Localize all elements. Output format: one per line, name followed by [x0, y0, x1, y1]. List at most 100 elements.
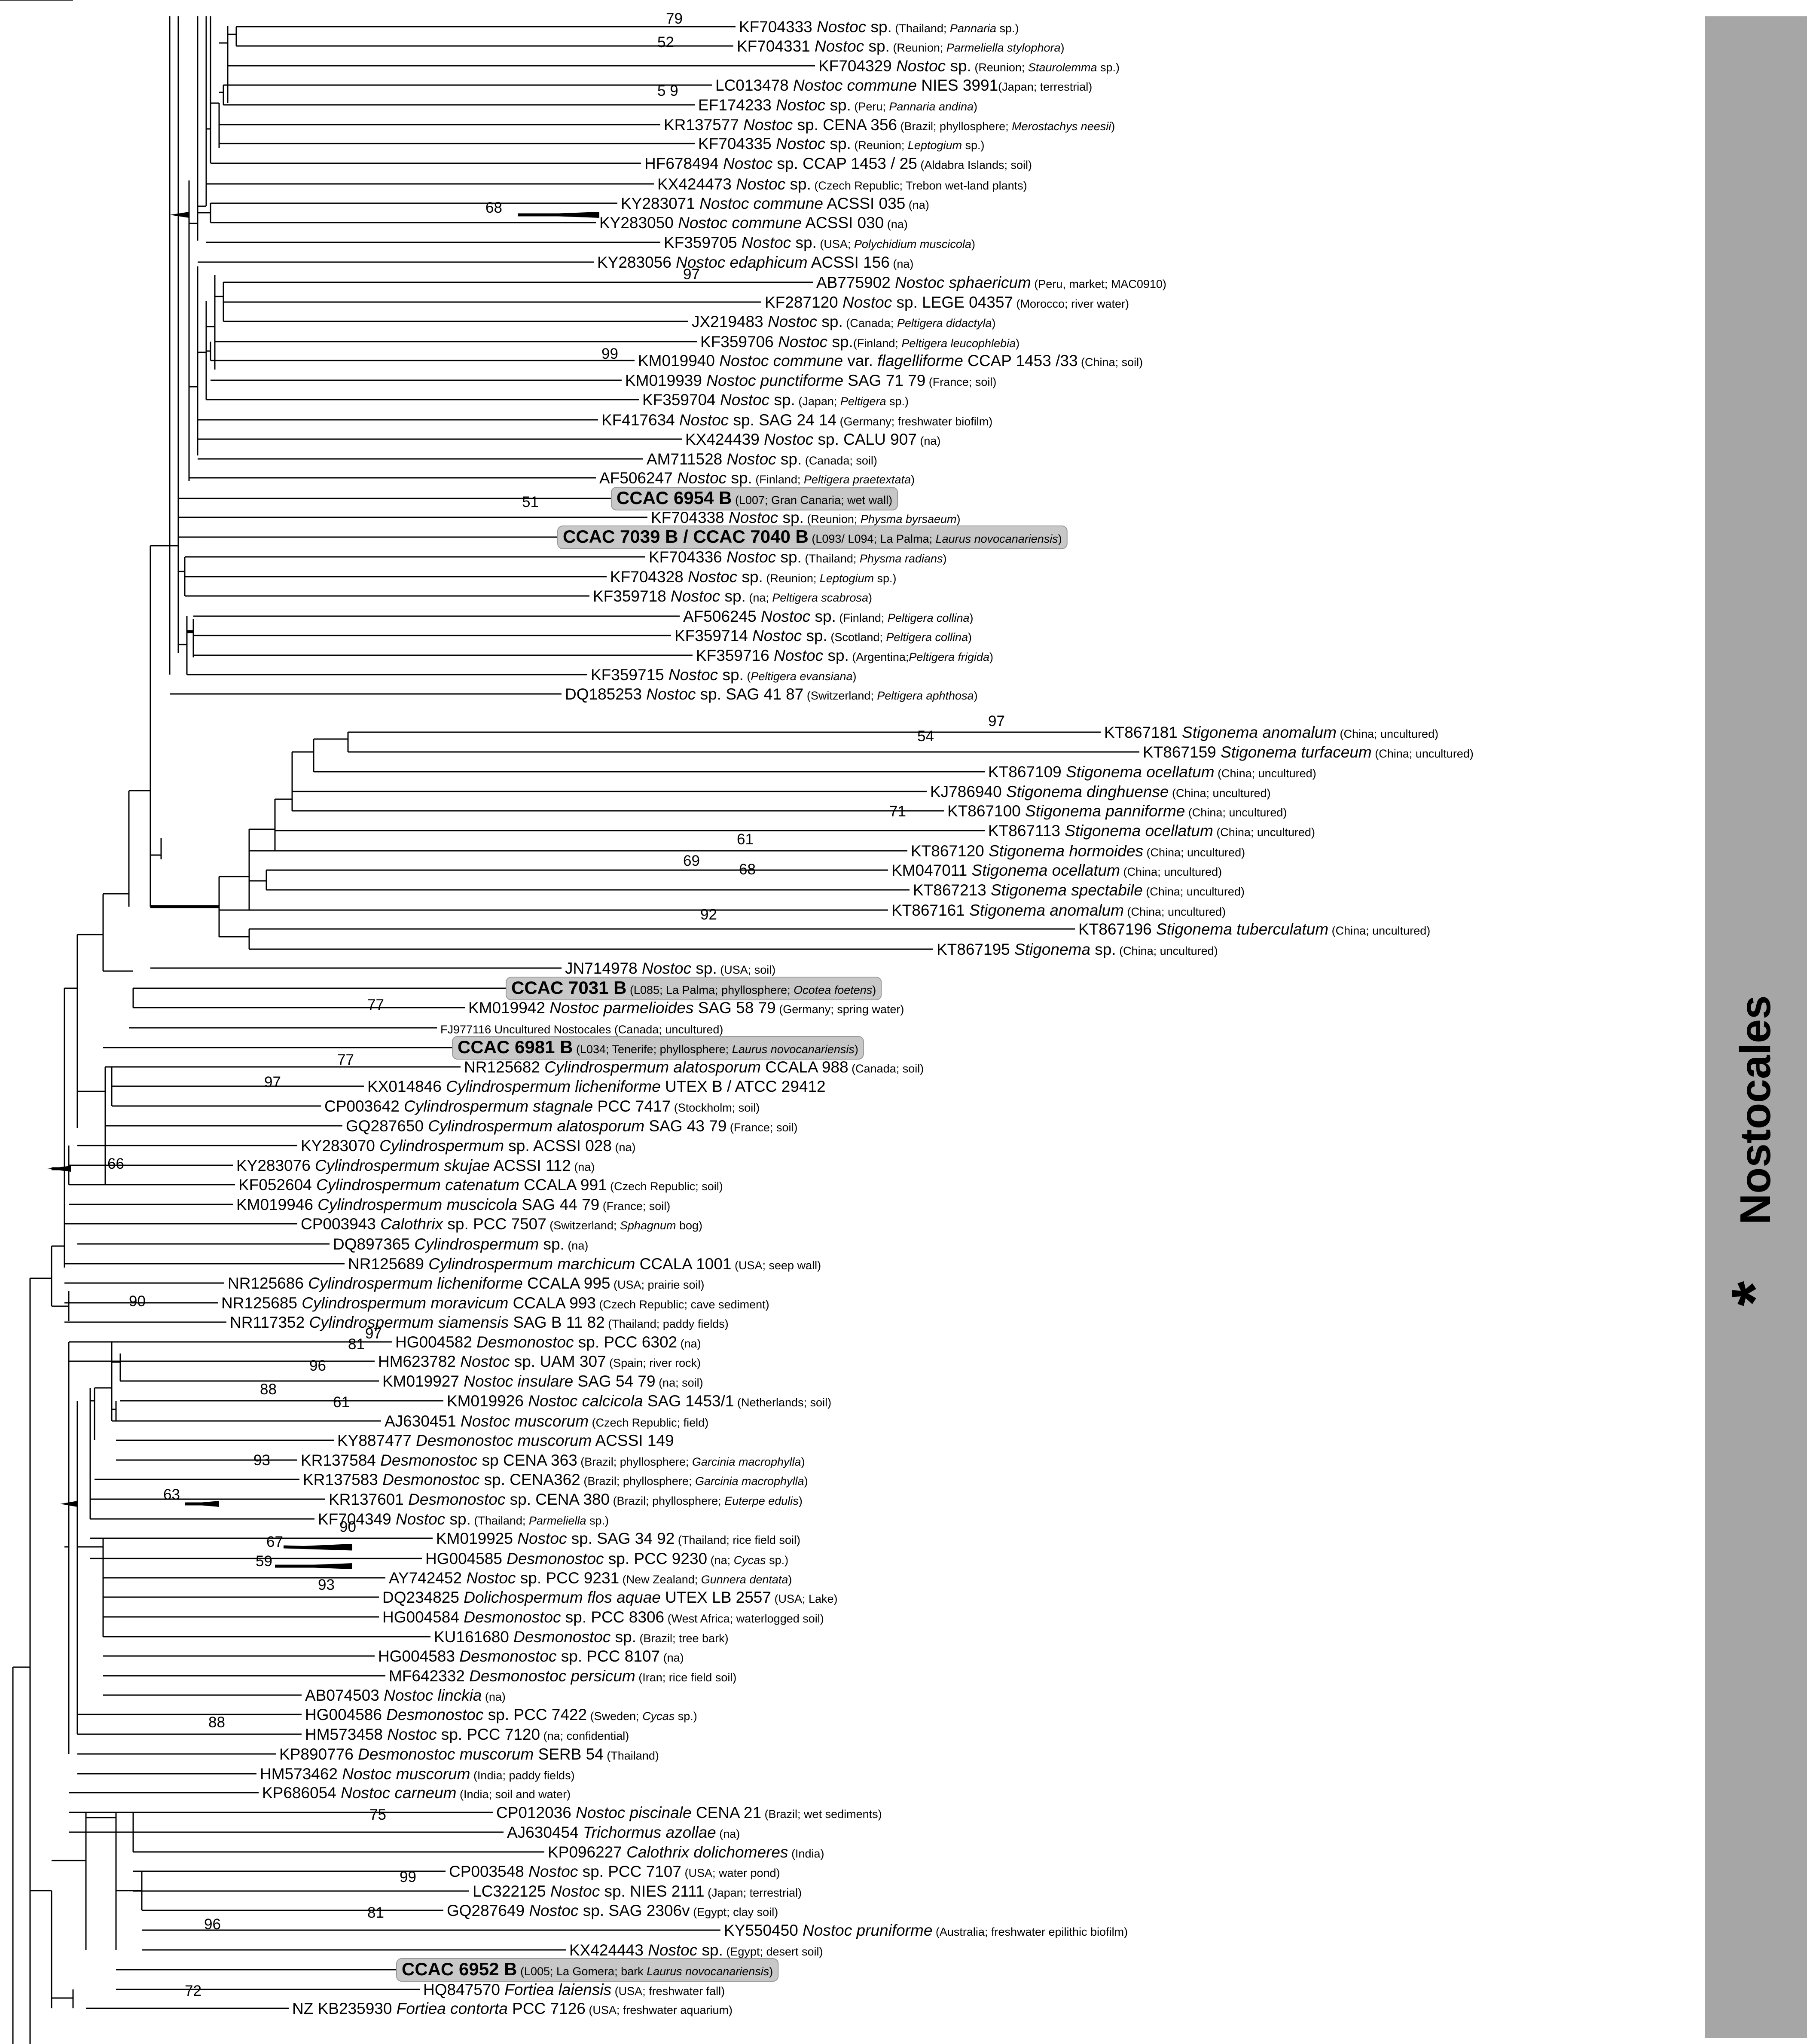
clade-bar: Nostocales *: [1705, 16, 1807, 2038]
taxon-label: LC013478 Nostoc commune NIES 3991(Japan;…: [715, 76, 1092, 94]
taxon-label: KX424473 Nostoc sp. (Czech Republic; Tre…: [657, 175, 1027, 193]
taxon-label: KP096227 Calothrix dolichomeres (India): [548, 1843, 824, 1861]
taxon-label: KM019942 Nostoc parmelioides SAG 58 79 (…: [468, 999, 904, 1017]
taxon-label: CP003642 Cylindrospermum stagnale PCC 74…: [324, 1097, 760, 1115]
taxon-label: KF359706 Nostoc sp.(Finland; Peltigera l…: [700, 333, 1019, 351]
clade-star-icon: *: [1718, 1281, 1790, 1306]
taxon-label: KX014846 Cylindrospermum licheniforme UT…: [367, 1078, 826, 1095]
bootstrap-value: 59: [256, 1553, 272, 1570]
taxon-label: KM019927 Nostoc insulare SAG 54 79 (na; …: [382, 1372, 703, 1390]
taxon-label: KM019940 Nostoc commune var. flagellifor…: [638, 352, 1143, 370]
taxon-label: CCAC 6952 B (L005; La Gomera; bark Lauru…: [402, 1959, 773, 1979]
taxon-label: KT867120 Stigonema hormoides (China; unc…: [911, 842, 1245, 860]
bootstrap-value: 69: [683, 852, 700, 869]
bootstrap-value: 66: [107, 1155, 124, 1172]
bootstrap-value: 81: [348, 1336, 365, 1353]
taxon-label: HM573462 Nostoc muscorum (India; paddy f…: [260, 1765, 575, 1783]
bootstrap-value: 51: [522, 494, 539, 510]
taxon-label: HM623782 Nostoc sp. UAM 307 (Spain; rive…: [378, 1353, 701, 1370]
taxon-label: KF359705 Nostoc sp. (USA; Polychidium mu…: [664, 234, 975, 251]
taxon-label: KY283050 Nostoc commune ACSSI 030 (na): [599, 214, 908, 232]
taxon-label: KT867113 Stigonema ocellatum (China; unc…: [988, 822, 1315, 840]
taxon-label: KF287120 Nostoc sp. LEGE 04357 (Morocco;…: [765, 293, 1129, 311]
bootstrap-value: 54: [917, 728, 934, 745]
taxon-label: KF704335 Nostoc sp. (Reunion; Leptogium …: [698, 135, 985, 153]
taxon-label: JN714978 Nostoc sp. (USA; soil): [565, 959, 775, 977]
taxon-label: CCAC 6981 B (L034; Tenerife; phyllospher…: [458, 1037, 858, 1057]
taxon-label: HG004585 Desmonostoc sp. PCC 9230 (na; C…: [425, 1550, 788, 1567]
taxon-label: KF704329 Nostoc sp. (Reunion; Staurolemm…: [818, 57, 1120, 75]
bootstrap-value: 96: [204, 1916, 221, 1933]
taxon-label: HG004583 Desmonostoc sp. PCC 8107 (na): [378, 1647, 684, 1665]
bootstrap-value: 90: [339, 1518, 356, 1535]
taxon-label: CCAC 7039 B / CCAC 7040 B (L093/ L094; L…: [563, 526, 1062, 547]
taxon-label: HF678494 Nostoc sp. CCAP 1453 / 25 (Alda…: [644, 155, 1032, 172]
taxon-label: KT867100 Stigonema panniforme (China; un…: [947, 802, 1287, 820]
taxon-label: KM019925 Nostoc sp. SAG 34 92 (Thailand;…: [436, 1530, 800, 1547]
taxon-label: GQ287649 Nostoc sp. SAG 2306v (Egypt; cl…: [447, 1902, 778, 1919]
taxon-label: KR137577 Nostoc sp. CENA 356 (Brazil; ph…: [664, 116, 1115, 134]
taxon-label: AB074503 Nostoc linckia (na): [305, 1687, 506, 1704]
bootstrap-value: 81: [367, 1904, 384, 1921]
bootstrap-value: 77: [337, 1051, 354, 1068]
strain-highlights: [396, 487, 1068, 1982]
taxon-label: KR137584 Desmonostoc sp CENA 363 (Brazil…: [301, 1451, 805, 1469]
taxon-label: KF704328 Nostoc sp. (Reunion; Leptogium …: [610, 568, 897, 586]
taxon-label: AF506245 Nostoc sp. (Finland; Peltigera …: [683, 608, 974, 625]
taxon-label: KT867213 Stigonema spectabile (China; un…: [913, 881, 1245, 899]
leaf-labels: KF704333 Nostoc sp. (Thailand; Pannaria …: [221, 18, 1474, 2017]
taxon-label: KX424443 Nostoc sp. (Egypt; desert soil): [569, 1941, 823, 1959]
taxon-label: DQ185253 Nostoc sp. SAG 41 87 (Switzerla…: [565, 685, 978, 703]
taxon-label: JX219483 Nostoc sp. (Canada; Peltigera d…: [692, 313, 995, 330]
taxon-label: NR125689 Cylindrospermum marchicum CCALA…: [348, 1255, 821, 1273]
bootstrap-value: 61: [737, 831, 754, 848]
bootstrap-value: 99: [601, 345, 618, 362]
taxon-label: KY283056 Nostoc edaphicum ACSSI 156 (na): [597, 254, 913, 271]
taxon-label: KF704333 Nostoc sp. (Thailand; Pannaria …: [739, 18, 1019, 36]
highlighted-strain-box: [506, 977, 882, 1000]
bootstrap-value: 90: [129, 1293, 146, 1310]
bootstrap-value: 97: [365, 1325, 382, 1342]
taxon-label: KR137601 Desmonostoc sp. CENA 380 (Brazi…: [329, 1491, 803, 1508]
bootstrap-value: 63: [163, 1486, 180, 1503]
taxon-label: NZ KB235930 Fortiea contorta PCC 7126 (U…: [292, 2000, 733, 2017]
taxon-label: NR125686 Cylindrospermum licheniforme CC…: [228, 1274, 705, 1292]
taxon-label: KF359716 Nostoc sp. (Argentina;Peltigera…: [696, 647, 993, 664]
taxon-label: HG004586 Desmonostoc sp. PCC 7422 (Swede…: [305, 1706, 697, 1723]
taxon-label: HG004584 Desmonostoc sp. PCC 8306 (West …: [382, 1608, 824, 1626]
taxon-label: KF417634 Nostoc sp. SAG 24 14 (Germany; …: [601, 411, 992, 429]
bootstrap-value: 67: [266, 1534, 283, 1550]
taxon-label: AJ630454 Trichormus azollae (na): [507, 1824, 740, 1841]
support-wedge: [47, 1166, 71, 1172]
taxon-label: AF506247 Nostoc sp. (Finland; Peltigera …: [599, 469, 915, 487]
taxon-label: KM019939 Nostoc punctiforme SAG 71 79 (F…: [625, 372, 996, 389]
bootstrap-value: 61: [333, 1394, 350, 1411]
taxon-label: KF704349 Nostoc sp. (Thailand; Parmeliel…: [318, 1510, 609, 1528]
bootstrap-value: 99: [400, 1869, 416, 1885]
bootstrap-value: 96: [309, 1357, 326, 1374]
bootstrap-value: 72: [185, 1983, 201, 1999]
support-wedge: [284, 1544, 352, 1550]
nostocales-clade-bar: [1705, 16, 1807, 2038]
taxon-label: CP003548 Nostoc sp. PCC 7107 (USA; water…: [449, 1863, 780, 1880]
taxon-label: KT867196 Stigonema tuberculatum (China; …: [1078, 920, 1430, 938]
taxon-label: KY550450 Nostoc pruniforme (Australia; f…: [724, 1922, 1128, 1939]
taxon-label: KP686054 Nostoc carneum (India; soil and…: [262, 1784, 571, 1802]
taxon-label: KF359704 Nostoc sp. (Japan; Peltigera sp…: [642, 391, 909, 409]
taxon-label: KT867195 Stigonema sp. (China; unculture…: [937, 941, 1218, 958]
taxon-label: NR117352 Cylindrospermum siamensis SAG B…: [230, 1314, 729, 1331]
taxon-label: DQ234825 Dolichospermum flos aquae UTEX …: [382, 1589, 838, 1606]
taxon-label: KF704331 Nostoc sp. (Reunion; Parmeliell…: [737, 37, 1065, 55]
taxon-label: KJ786940 Stigonema dinghuense (China; un…: [930, 783, 1271, 800]
tree-branches: [0, 0, 1139, 2044]
taxon-label: KT867181 Stigonema anomalum (China; uncu…: [1104, 724, 1438, 741]
taxon-label: FJ977116 Uncultured Nostocales (Canada; …: [440, 1023, 723, 1036]
bootstrap-value: 71: [889, 803, 906, 820]
bootstrap-value: 97: [988, 713, 1005, 730]
bootstrap-value: 97: [264, 1074, 281, 1091]
clade-label: Nostocales: [1731, 995, 1780, 1225]
bootstrap-value: 93: [318, 1577, 335, 1593]
support-wedge: [275, 1563, 352, 1569]
bootstrap-value: 88: [260, 1381, 277, 1398]
taxon-label: KF052604 Cylindrospermum catenatum CCALA…: [238, 1176, 723, 1194]
